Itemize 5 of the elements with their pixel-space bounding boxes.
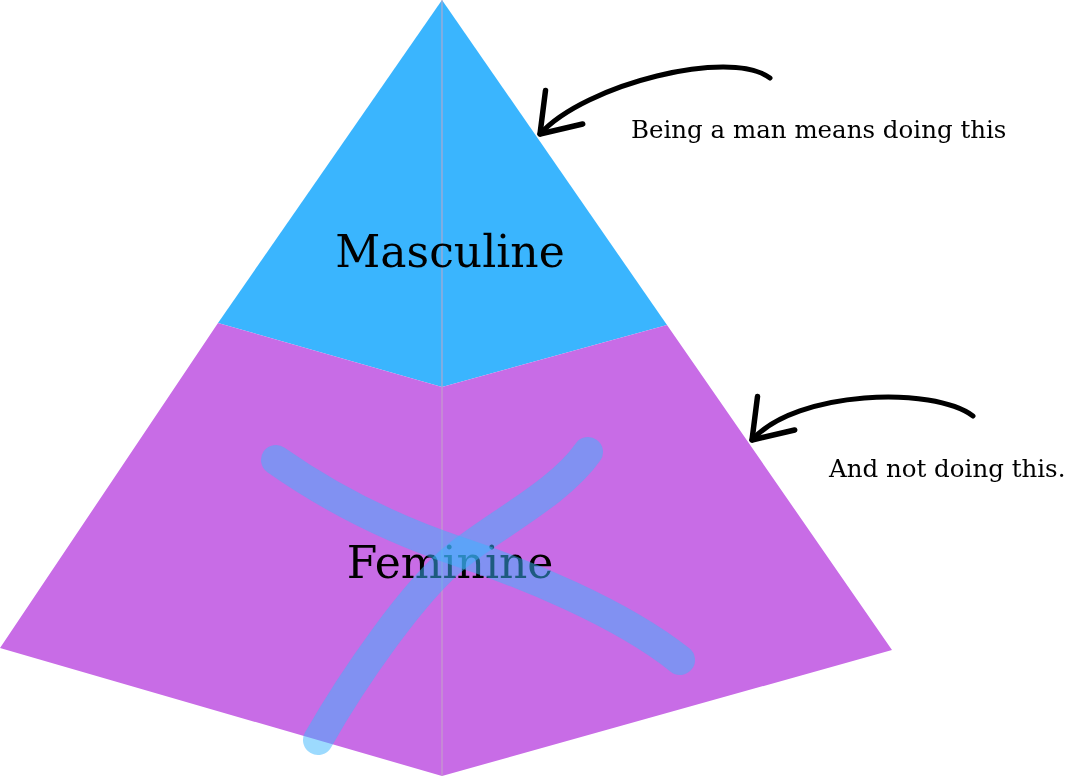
section-label: Masculine: [335, 226, 565, 278]
curved-arrow: [537, 64, 773, 137]
curved-arrow: [749, 394, 976, 443]
annotation-text: Being a man means doing this: [631, 115, 1007, 146]
annotation-text: And not doing this.: [829, 454, 1066, 485]
